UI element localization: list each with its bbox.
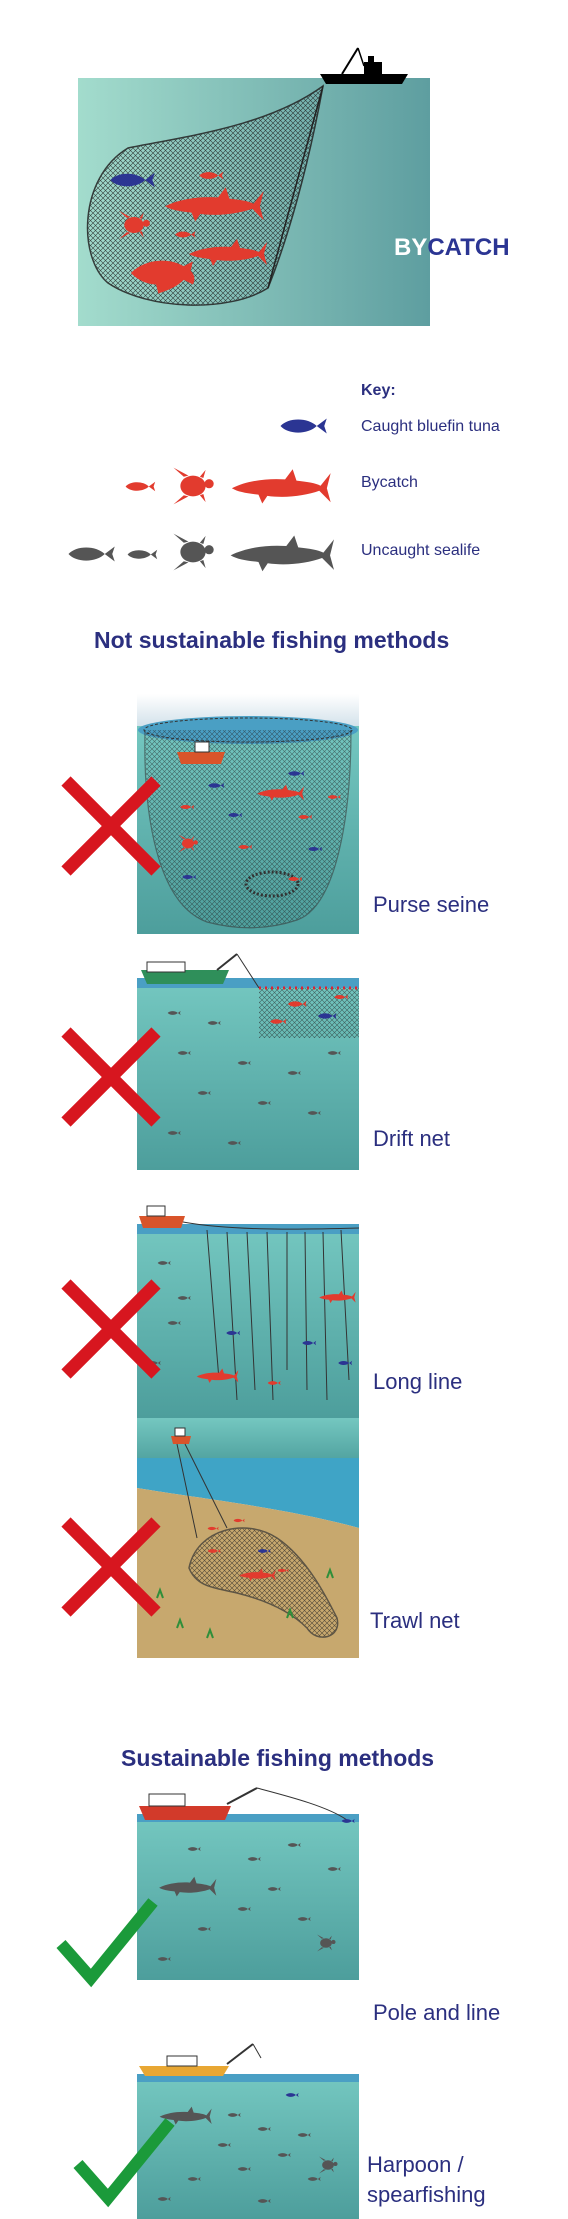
long-line-illustration [137, 1200, 359, 1418]
sustainable-heading: Sustainable fishing methods [121, 1745, 435, 1771]
cross-icon [58, 1276, 164, 1387]
long-line-label: Long line [373, 1369, 463, 1394]
harpoon-label: Harpoon / spearfishing [367, 2150, 486, 2210]
drift-net-label: Drift net [373, 1126, 451, 1151]
pole-and-line-illustration [137, 1786, 359, 1980]
uncaught-shark-icon [230, 535, 334, 572]
key-bycatch-label: Bycatch [361, 474, 418, 491]
key-title: Key: [361, 382, 396, 399]
key-caught-label: Caught bluefin tuna [361, 418, 500, 435]
check-icon [72, 2116, 176, 2217]
uncaught-fish-icon [127, 549, 158, 560]
harpoon-label-line1: Harpoon / [367, 2152, 464, 2177]
bycatch-title: BYCATCH [394, 234, 510, 262]
trawl-net-label: Trawl net [370, 1608, 460, 1633]
drift-net-illustration [137, 950, 359, 1170]
trawl-net-illustration [137, 1418, 359, 1658]
purse-seine-illustration [137, 694, 359, 934]
uncaught-tuna-icon [68, 546, 115, 562]
caught-tuna-icon [276, 414, 330, 443]
bycatch-key-icons [124, 462, 334, 515]
bycatch-title-part2: CATCH [427, 234, 510, 261]
cross-icon [58, 1024, 164, 1135]
harpoon-illustration [137, 2036, 359, 2219]
cross-icon [58, 773, 164, 884]
harpoon-label-line2: spearfishing [367, 2182, 486, 2207]
purse-seine-label: Purse seine [373, 892, 490, 917]
uncaught-turtle-icon [173, 533, 214, 571]
fishing-boat-icon [318, 46, 414, 93]
check-icon [55, 1896, 159, 1997]
uncaught-key-icons [64, 528, 336, 583]
pole-and-line-label: Pole and line [373, 2000, 501, 2025]
bycatch-fish-icon [125, 481, 156, 492]
key-uncaught-label: Uncaught sealife [361, 542, 481, 559]
bycatch-turtle-icon [173, 467, 214, 505]
bycatch-title-part1: BY [394, 234, 428, 261]
bycatch-shark-icon [231, 469, 331, 504]
not-sustainable-heading: Not sustainable fishing methods [94, 627, 450, 653]
bycatch-illustration [78, 78, 430, 326]
cross-icon [58, 1514, 164, 1625]
